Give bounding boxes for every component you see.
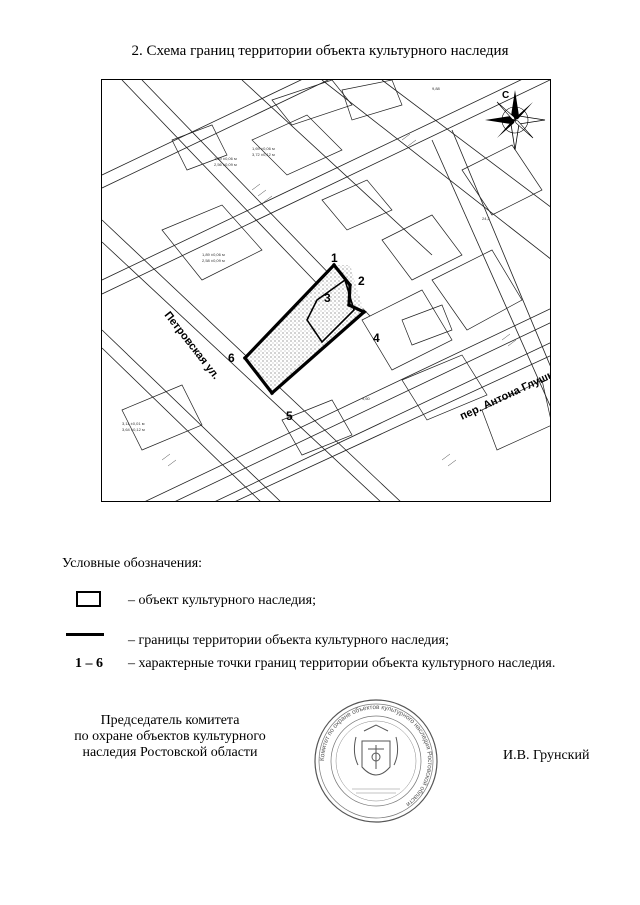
legend-title: Условные обозначения: [62, 556, 203, 571]
svg-text:1,69 ±0,06 м: 1,69 ±0,06 м [252, 146, 275, 151]
signer-name: И.В. Грунский [503, 748, 590, 763]
svg-text:9,60: 9,60 [362, 396, 371, 401]
north-label: С [502, 90, 509, 101]
legend-object-symbol [76, 591, 101, 607]
page-title: 2. Схема границ территории объекта культ… [131, 43, 509, 59]
legend-points-text: – характерные точки границ территории об… [128, 656, 556, 671]
svg-text:3,64 ±0,12 м: 3,64 ±0,12 м [122, 427, 145, 432]
boundary-point-6-label: 6 [228, 351, 235, 365]
site-plan-map: 1,89 ±0,06 м 2,56 ±0,09 м 1,69 ±0,06 м 3… [101, 79, 551, 502]
hatch-marks [161, 133, 517, 467]
boundary-point-2-label: 2 [358, 274, 365, 288]
svg-text:2,56 ±0,09 м: 2,56 ±0,09 м [214, 162, 237, 167]
svg-text:2,58 ±0,09 м: 2,58 ±0,09 м [202, 258, 225, 263]
svg-text:1,89 ±0,06 м: 1,89 ±0,06 м [214, 156, 237, 161]
boundary-point-4-label: 4 [373, 331, 380, 345]
site-plan-drawing: 1,89 ±0,06 м 2,56 ±0,09 м 1,69 ±0,06 м 3… [102, 80, 551, 501]
boundary-point-3-label: 3 [324, 291, 331, 305]
coat-of-arms-icon [353, 724, 399, 776]
signer-title-line-3: наследия Ростовской области [82, 745, 258, 760]
official-seal-stamp: Комитет по охране объектов культурного н… [314, 699, 438, 823]
signer-title: Председатель комитета по охране объектов… [40, 713, 300, 761]
svg-text:1,89 ±0,06 м: 1,89 ±0,06 м [202, 252, 225, 257]
heritage-object-outline [306, 278, 355, 344]
boundary-point-5-label: 5 [286, 409, 293, 423]
svg-text:3,72 ±0,12 м: 3,72 ±0,12 м [252, 152, 275, 157]
north-arrow-icon: С [485, 90, 546, 151]
street-label-glushko: пер. Антона Глушко [458, 366, 551, 423]
building-outlines [121, 80, 550, 456]
legend-points-symbol: 1 – 6 [75, 656, 103, 671]
signer-title-line-2: по охране объектов культурного [74, 729, 266, 744]
map-annotations: 1,89 ±0,06 м 2,56 ±0,09 м 1,69 ±0,06 м 3… [122, 86, 491, 432]
boundary-point-1-label: 1 [331, 251, 338, 265]
svg-text:9,88: 9,88 [432, 86, 441, 91]
legend-object-text: – объект культурного наследия; [128, 593, 316, 608]
boundary-point-markers [243, 263, 366, 395]
svg-text:24,2: 24,2 [482, 216, 491, 221]
signer-title-line-1: Председатель комитета [100, 713, 240, 728]
legend-boundary-line-symbol [66, 633, 104, 636]
territory-stipple [245, 265, 364, 393]
svg-text:3,11 ±0,01 м: 3,11 ±0,01 м [122, 421, 145, 426]
legend-boundary-text: – границы территории объекта культурного… [128, 633, 449, 648]
